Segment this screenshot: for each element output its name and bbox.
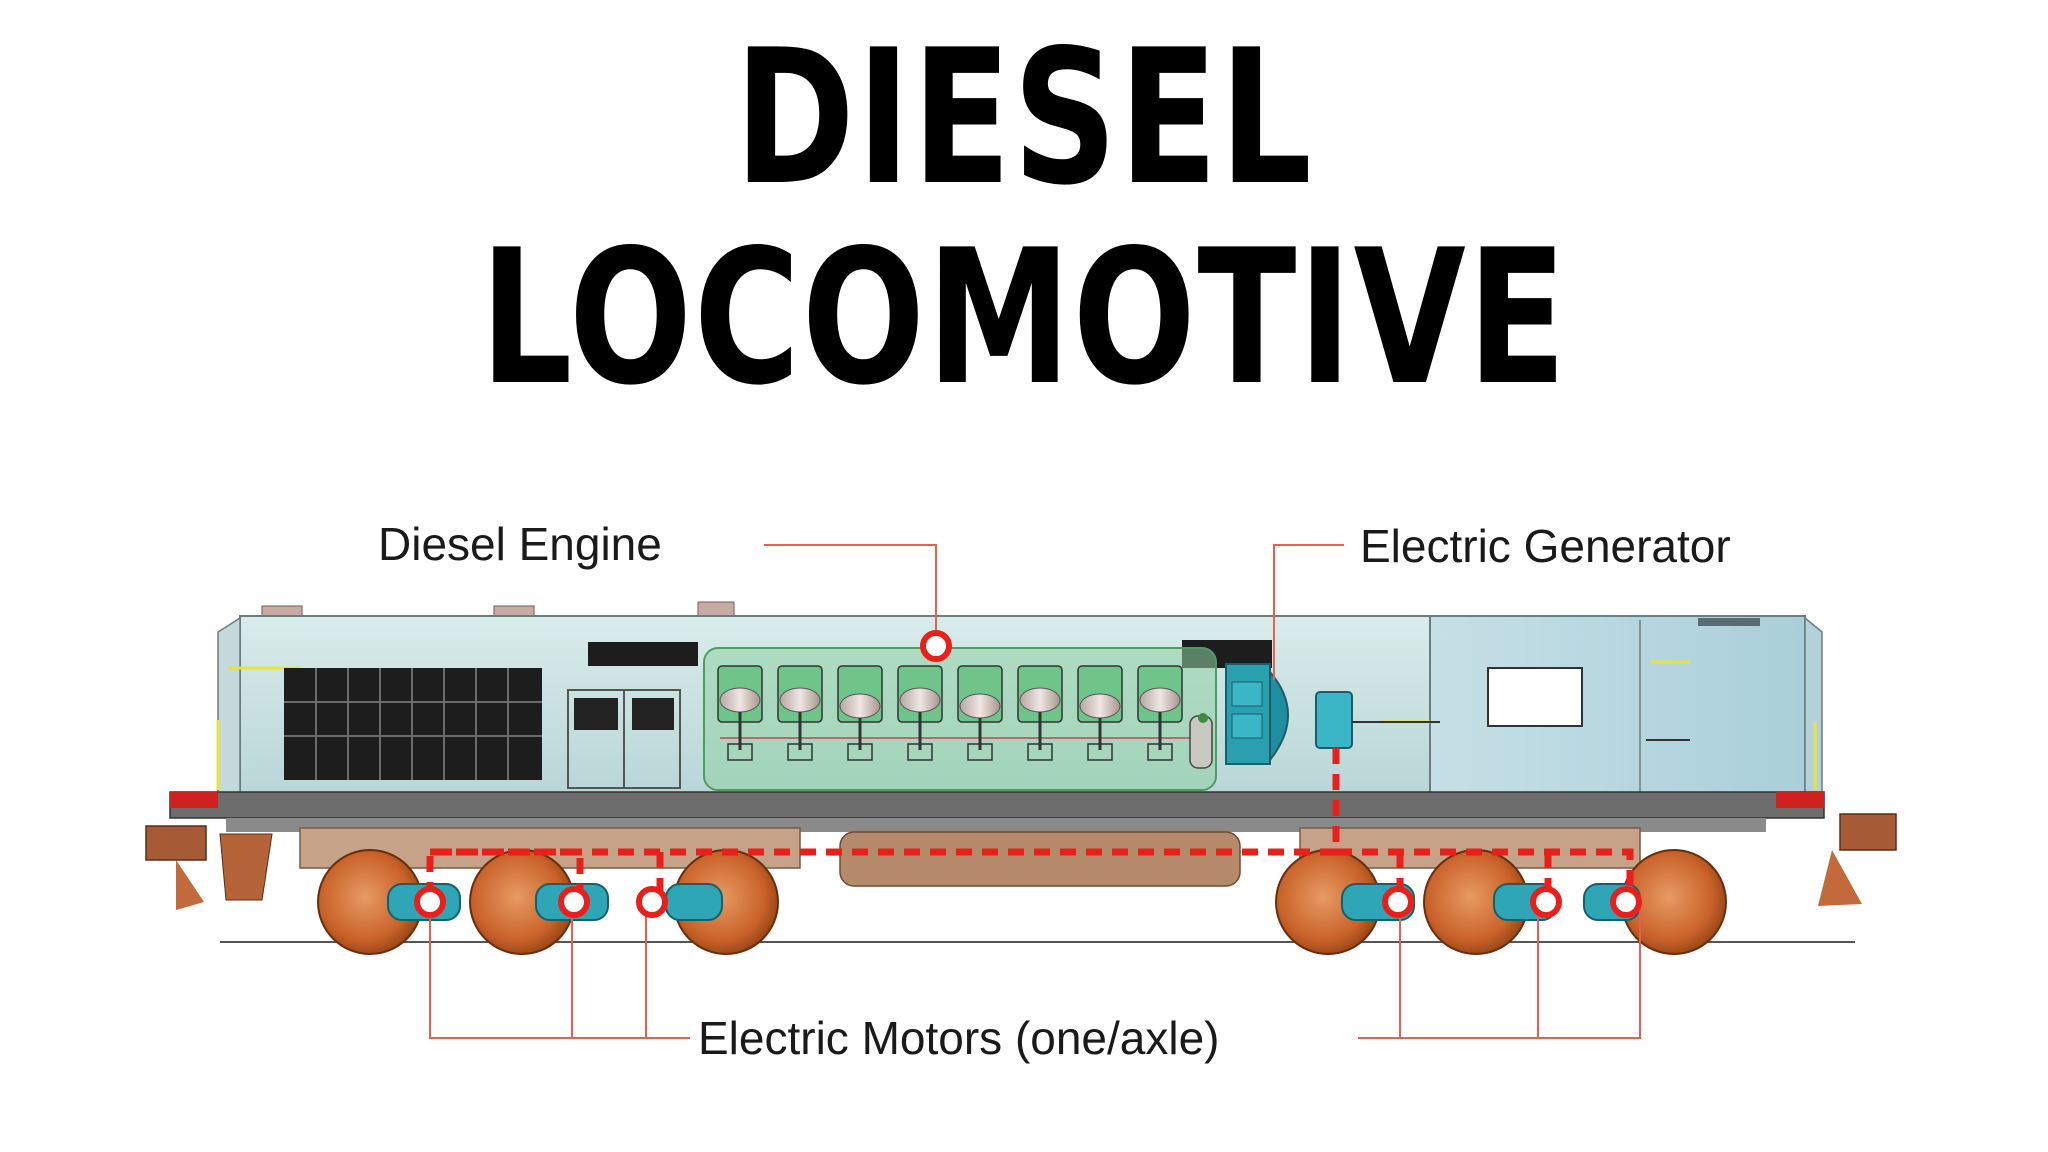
motor-marker-1 <box>414 886 446 918</box>
wheels <box>317 849 1727 955</box>
top-louver <box>588 642 698 666</box>
cab-window <box>1487 667 1583 727</box>
engine-cylinders <box>717 665 1183 761</box>
power-path <box>426 748 1634 902</box>
flywheel <box>1189 715 1213 769</box>
engine-marker <box>920 630 952 662</box>
red-ring-markers <box>414 630 1642 918</box>
motor-marker-5 <box>1530 886 1562 918</box>
motor-marker-3 <box>636 886 668 918</box>
page-title: DIESEL LOCOMOTIVE <box>479 9 1569 426</box>
callout-lines <box>429 544 1641 1039</box>
locomotive-cab <box>1429 615 1806 795</box>
motor-marker-4 <box>1382 886 1414 918</box>
motor-marker-2 <box>558 886 590 918</box>
diesel-engine-label: Diesel Engine <box>378 518 662 570</box>
electric-generator <box>1225 663 1353 765</box>
rear-coupler <box>1818 813 1897 906</box>
electric-motors-label: Electric Motors (one/axle) <box>698 1012 1220 1064</box>
motor-marker-6 <box>1610 886 1642 918</box>
fuel-tank <box>839 831 1241 887</box>
electric-generator-label: Electric Generator <box>1360 520 1731 572</box>
main-frame <box>169 791 1825 819</box>
radiator-grille <box>284 668 542 780</box>
front-coupler <box>145 825 273 910</box>
access-doors <box>567 689 681 789</box>
